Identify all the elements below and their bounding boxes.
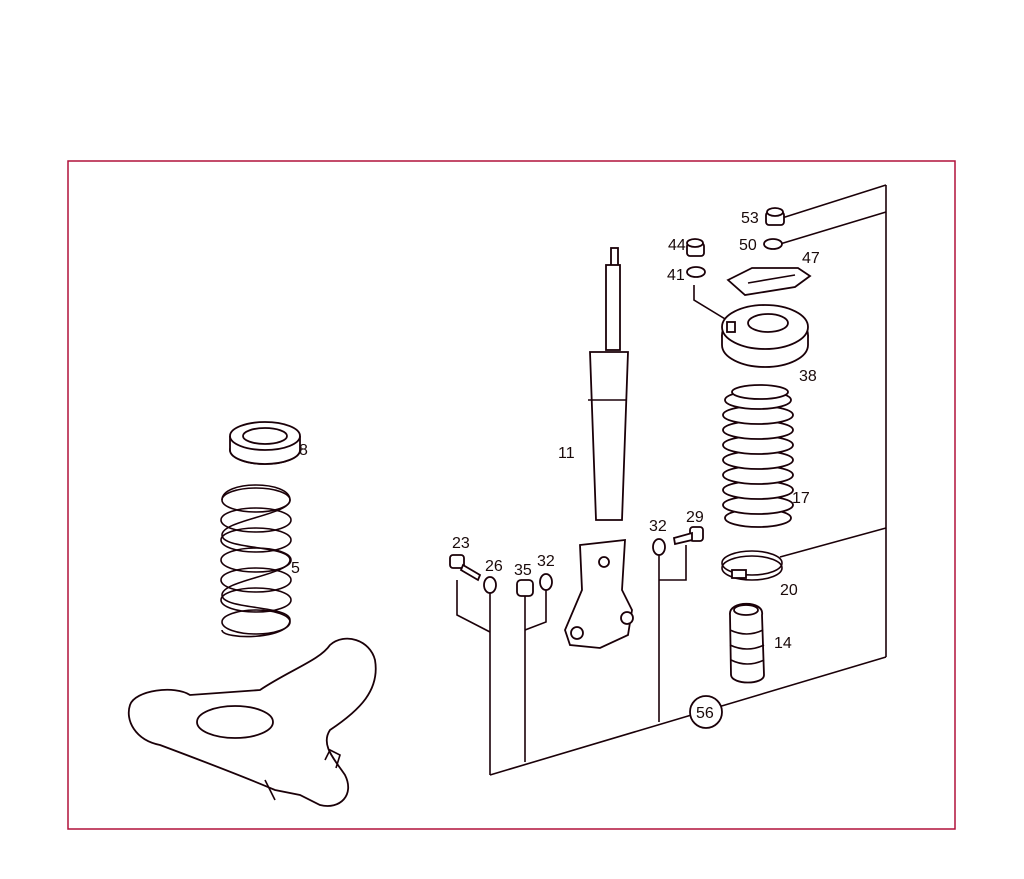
nut-part-35 — [516, 579, 534, 597]
label-41: 41 — [667, 267, 685, 284]
nut-part-44 — [686, 238, 705, 257]
washer-part-26 — [483, 576, 497, 594]
bump-stop-part-14 — [729, 602, 765, 684]
washer-part-32a — [539, 573, 553, 591]
label-38: 38 — [799, 368, 817, 385]
label-20: 20 — [780, 582, 798, 599]
control-arm — [127, 637, 377, 807]
diagram-frame — [67, 160, 956, 830]
clamp-part-20 — [721, 550, 783, 581]
label-11: 11 — [558, 445, 575, 462]
label-47: 47 — [802, 250, 820, 267]
washer-part-32b — [652, 538, 666, 556]
plate-part-47 — [726, 267, 812, 296]
bolt-part-29 — [672, 526, 704, 546]
label-32-left: 32 — [537, 553, 555, 570]
dust-bellow-part-17 — [722, 384, 794, 528]
label-23: 23 — [452, 535, 470, 552]
bolt-part-23 — [449, 554, 482, 582]
kit-callout-circle — [689, 695, 723, 729]
label-5: 5 — [291, 560, 300, 577]
label-14: 14 — [774, 635, 792, 652]
label-32-right: 32 — [649, 518, 667, 535]
top-mount-part-38 — [721, 304, 809, 368]
nut-part-53 — [765, 207, 785, 226]
coil-spring-part-5 — [220, 484, 292, 638]
leader-lines — [456, 184, 887, 776]
label-56: 56 — [696, 705, 714, 722]
label-44: 44 — [668, 237, 686, 254]
label-17: 17 — [792, 490, 810, 507]
shock-absorber-part-11 — [564, 247, 634, 649]
spring-pad-part-8 — [229, 421, 301, 465]
washer-part-41 — [686, 266, 706, 278]
label-50: 50 — [739, 237, 757, 254]
label-53: 53 — [741, 210, 759, 227]
label-26: 26 — [485, 558, 503, 575]
washer-part-50 — [763, 238, 783, 250]
label-35: 35 — [514, 562, 532, 579]
label-8: 8 — [299, 442, 308, 459]
label-29: 29 — [686, 509, 704, 526]
